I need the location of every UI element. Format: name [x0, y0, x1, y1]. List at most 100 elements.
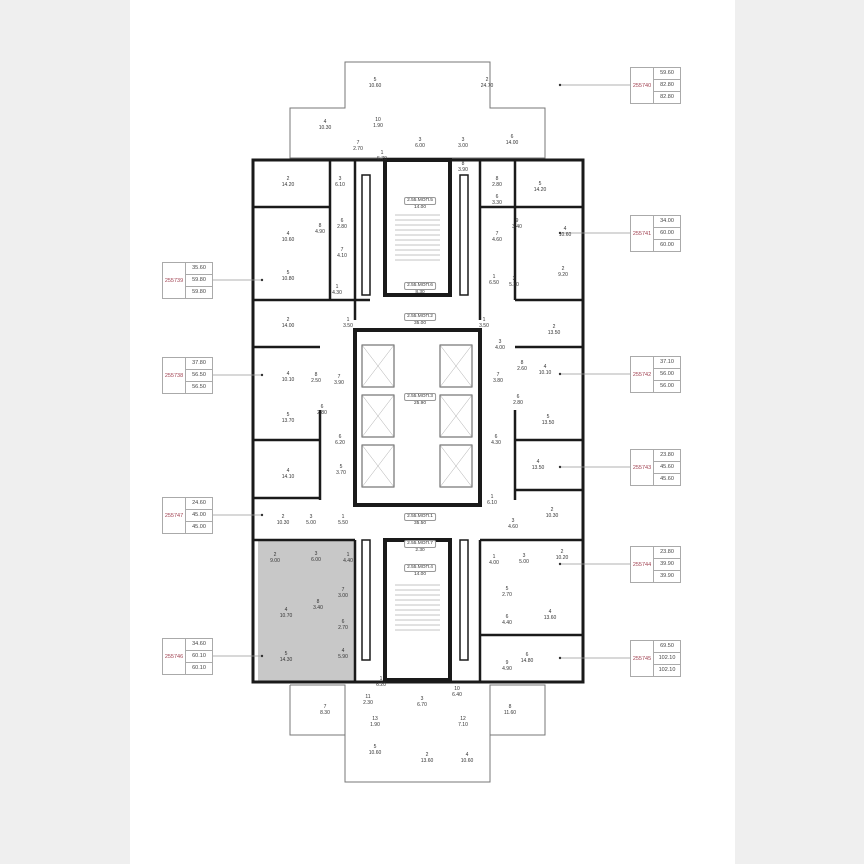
room-number: 4 — [543, 364, 547, 370]
room-number: 2 — [425, 752, 429, 758]
apartment-area-value: 60.00 — [660, 242, 674, 248]
room-number: 4 — [286, 231, 290, 237]
room-area: 5.50 — [338, 520, 348, 526]
room-area: 10.10 — [538, 370, 552, 376]
room-area: 4.30 — [491, 440, 501, 446]
room-area: 14.80 — [520, 658, 534, 664]
room-number: 7 — [496, 372, 500, 378]
room-number: 2 — [560, 549, 564, 555]
callout-leader-dot — [558, 465, 562, 469]
apartment-area-value: 102.10 — [658, 667, 676, 673]
room-area: 2.30 — [363, 700, 373, 706]
room-area: 6.70 — [417, 702, 427, 708]
room-area: 10.60 — [368, 83, 382, 89]
common-area-value: 8.30 — [415, 290, 425, 295]
room-area: 2.70 — [338, 625, 348, 631]
room-number: 3 — [418, 137, 422, 143]
room-number: 5 — [505, 586, 509, 592]
apartment-area-value: 82.80 — [660, 94, 674, 100]
room-area: 5.30 — [509, 282, 519, 288]
apartment-area-value: 45.00 — [192, 524, 206, 530]
room-area: 6.10 — [335, 182, 345, 188]
apartment-code: 255744 — [631, 547, 654, 582]
room-number: 5 — [373, 77, 377, 83]
common-area-name: 2.55.МОП.1 — [404, 513, 436, 521]
room-number: 5 — [538, 181, 542, 187]
room-number: 4 — [548, 609, 552, 615]
room-area: 10.10 — [281, 377, 295, 383]
room-number: 6 — [338, 434, 342, 440]
callout-leader-dot — [558, 372, 562, 376]
room-area: 24.70 — [480, 83, 494, 89]
room-number: 4 — [536, 459, 540, 465]
elevator-shaft — [361, 444, 395, 488]
room-area: 10.30 — [276, 520, 290, 526]
room-number: 4 — [323, 119, 327, 125]
room-area: 13.50 — [531, 465, 545, 471]
floor-plan-sheet — [130, 0, 735, 864]
apartment-code: 255745 — [631, 641, 654, 676]
room-area: 6.50 — [489, 280, 499, 286]
common-area-name: 2.55.МОП.6 — [404, 282, 436, 290]
room-number: 1 — [335, 284, 339, 290]
room-number: 3 — [309, 514, 313, 520]
apartment-area-value: 69.50 — [654, 641, 680, 653]
room-area: 14.20 — [533, 187, 547, 193]
room-area: 4.30 — [332, 290, 342, 296]
stair-core-top — [383, 158, 452, 297]
room-area: 6.40 — [452, 692, 462, 698]
room-number: 6 — [510, 134, 514, 140]
room-area: 4.60 — [492, 237, 502, 243]
apartment-area-value: 82.80 — [654, 80, 680, 92]
room-area: 2.60 — [517, 366, 527, 372]
room-area: 8.30 — [320, 710, 330, 716]
room-area: 5.90 — [338, 654, 348, 660]
apartment-area-value: 102.10 — [654, 653, 680, 665]
room-number: 1 — [380, 150, 384, 156]
room-number: 8 — [318, 223, 322, 229]
room-number: 3 — [498, 339, 502, 345]
room-area: 10.30 — [545, 513, 559, 519]
room-number: 5 — [286, 412, 290, 418]
elevator-shaft-cross — [361, 394, 395, 438]
